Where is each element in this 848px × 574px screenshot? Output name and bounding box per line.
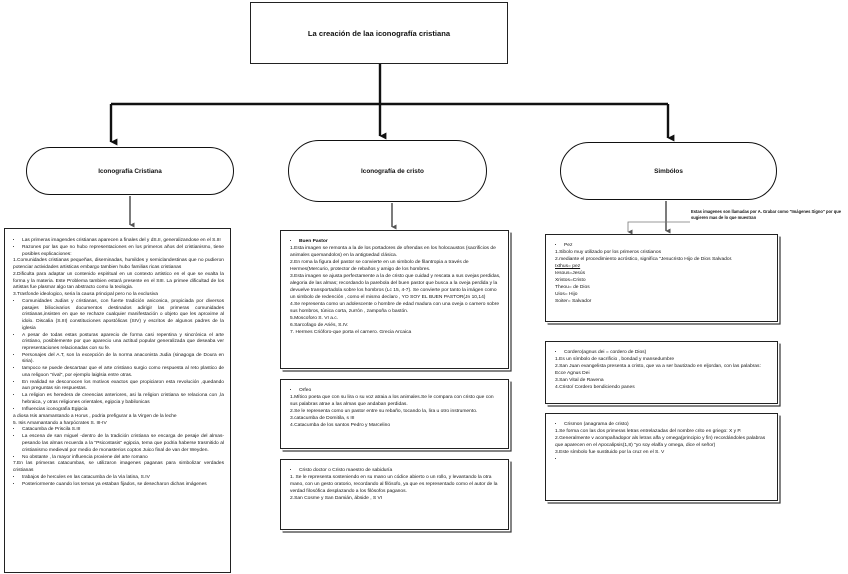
left-item: A pesar de todas estas posturas aparecio… xyxy=(22,333,224,353)
left-item: Las primeras imagendes cristianas aparec… xyxy=(22,238,224,245)
heading-pez: Pez xyxy=(564,243,771,250)
heading-crismon: Crismon (anagrama de cristo) xyxy=(564,422,771,429)
empty-bullet xyxy=(564,457,771,464)
text-line: 2.En roma la figura del pastor se convie… xyxy=(290,260,469,272)
diagram-title: La creación de laa iconografía cristiana xyxy=(250,2,508,64)
text-line: 1.Esta imagen se remonta a la de los por… xyxy=(290,246,496,259)
left-item: La religion es heredera de creencias ant… xyxy=(22,393,224,406)
heading-orfeo: Orfeo xyxy=(299,388,502,395)
text-line: Theou= de Dios xyxy=(555,284,590,290)
text-line: 1.Se forma con las dos primeras letras e… xyxy=(555,429,742,435)
left-item: Posteriormente cuando los temas ya estab… xyxy=(22,482,224,489)
left-item: La escena de san miguel -dentro de la tr… xyxy=(22,434,224,454)
left-item: No obstante , la mayor influencia provie… xyxy=(22,455,224,462)
text-line: 2.San Juan evangelista presenta a cristo… xyxy=(555,364,761,377)
left-item: Influencias iconografia Egipcia xyxy=(22,407,224,414)
text-line: 1.Mítico poeta que con su lira o su voz … xyxy=(290,395,494,408)
left-item: 3.Trasfonde ideologico, seria la causa p… xyxy=(13,292,158,298)
box-cristo-doctor: Cristo doctor o Cristo maestro de sabidu… xyxy=(280,459,509,530)
branch-simbolos: Simbólos xyxy=(560,142,777,200)
box-iconografia-cristiana: Las primeras imagendes cristianas aparec… xyxy=(4,228,231,573)
cristo-doctor-lines: 1. Se le representa sosteniendo en su ma… xyxy=(290,475,502,503)
text-line: Iesous=Jesús xyxy=(555,271,586,276)
text-line: 3.Este símbolo fue sustituido por la cru… xyxy=(555,450,665,455)
left-item: Razones por las que no hubo representaci… xyxy=(22,245,224,258)
cordero-lines: 1.Es un símbolo de sacrificio , bondad y… xyxy=(555,357,771,392)
box-pez: Pez 1.Sibolo muy utilizado por los prime… xyxy=(545,234,778,322)
box-cordero: Cordero(agnus dei = cordero de Dios) 1.E… xyxy=(545,341,778,404)
text-line: Uios= Hijo xyxy=(555,291,578,297)
text-line: 4.Cristo/ Cordero bendiciendo panes xyxy=(555,384,635,390)
branch-iconografia-cristiana: Iconografía Cristiana xyxy=(26,147,234,195)
heading-cordero: Cordero(agnus dei = cordero de Dios) xyxy=(564,350,771,357)
text-line: 2.San Cosme y San Damián, ábside , S VI xyxy=(290,496,383,501)
pez-lines: 1.Sibolo muy utilizado por los primeros … xyxy=(555,250,771,264)
text-line: 6.Sarcofago de Ariés, S.IV. xyxy=(290,322,349,328)
text-line: Xristos=Cristo xyxy=(555,277,586,283)
left-item: Catacumba de Priscila S.III xyxy=(22,427,224,434)
text-line: 3.catacumba de Domitila, s III xyxy=(290,416,355,421)
text-line: 2.mediante el procedimiento acróstico, s… xyxy=(555,257,733,263)
text-line: 2.Se le representa como un pastor entre … xyxy=(290,409,478,415)
text-line: 1.Sibolo muy utilizado por los primeros … xyxy=(555,250,662,256)
text-line: 3.Esta imagen se ajusta perfectamente a … xyxy=(290,273,501,300)
left-item: En realidad se desconocen los motivos ex… xyxy=(22,380,224,393)
text-line: 5.Moscoforo S. VI a.c. xyxy=(290,315,339,321)
ixthus-word: Ixthus= pez xyxy=(555,264,581,270)
note-imagenes-signo: Estas imagenes son llamadas por A. Graba… xyxy=(691,209,842,220)
text-line: 7. Hermes Crióforo-que porta el carnero.… xyxy=(290,329,412,335)
left-item: 2.Dificulta para adaptar un contenido es… xyxy=(13,271,224,291)
box-buen-pastor: Buen Pastor 1.Esta imagen se remonta a l… xyxy=(280,230,509,369)
text-line: 4.Catacumba de los santos Pedro y Marcel… xyxy=(290,422,391,428)
left-item: 5. Isis Amamantando a harpócrates S. III… xyxy=(13,420,107,426)
buen-pastor-lines: 1.Esta imagen se remonta a la de los por… xyxy=(290,246,502,336)
text-line: 1. Se le representa sosteniendo en su ma… xyxy=(290,475,498,495)
left-item: a diosa Isis amamantando a Horus , podri… xyxy=(13,413,177,419)
left-item: Personajes del A.T, son la excepción de … xyxy=(22,353,224,366)
left-item: 7.En las primeras catacumbas, se utiliza… xyxy=(13,461,224,474)
box-orfeo: Orfeo 1.Mítico poeta que con su lira o s… xyxy=(280,379,509,449)
text-line: 2.Generalmente v acompañadopor als letra… xyxy=(555,436,766,449)
heading-cristo-doctor: Cristo doctor o Cristo maestro de sabidu… xyxy=(299,468,502,475)
branch-iconografia-de-cristo: Iconografía de cristo xyxy=(288,140,487,202)
orfeo-lines: 1.Mítico poeta que con su lira o su voz … xyxy=(290,395,502,430)
left-item: Comunidades Judias y cristianas, con fue… xyxy=(22,299,224,332)
heading-buen-pastor: Buen Pastor xyxy=(299,239,502,246)
box-crismon: Crismon (anagrama de cristo)1.Se forma c… xyxy=(545,413,778,501)
text-line: 3.San Vital de Ravena xyxy=(555,378,604,383)
text-line: Soiter= Salvador xyxy=(555,298,592,304)
text-line: 4.Se representa como un adolescente o ho… xyxy=(290,301,500,314)
text-line: 1.Es un símbolo de sacrificio , bondad y… xyxy=(555,357,675,363)
left-item: 1.Comunidades cristianas pequeñas, disem… xyxy=(13,258,224,271)
left-item: trabajos de hercules en las catacumba de… xyxy=(22,475,224,482)
left-list: Las primeras imagendes cristianas aparec… xyxy=(13,238,224,488)
left-item: tampoco se puede descartaar que el arte … xyxy=(22,366,224,379)
